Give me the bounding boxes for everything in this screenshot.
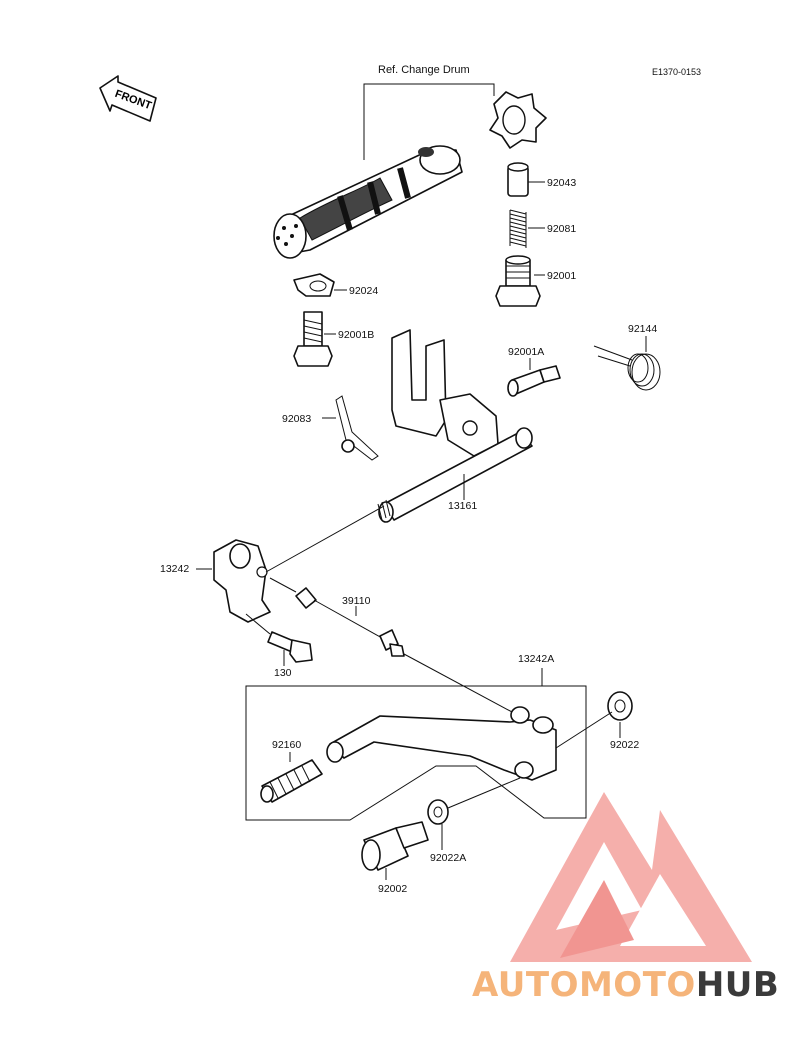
washer-92022 [607, 691, 633, 721]
part-label-13161: 13161 [448, 500, 477, 512]
watermark-part1: AUTOMOTO [472, 965, 696, 1005]
diagram-code: E1370-0153 [652, 67, 701, 77]
shift-lever-13242 [213, 505, 385, 623]
torsion-spring-92144 [593, 345, 661, 391]
washer-leader [555, 711, 613, 749]
part-label-92083: 92083 [282, 413, 311, 425]
ref-change-drum-label: Ref. Change Drum [378, 64, 470, 76]
bolt-92001B [293, 311, 333, 367]
part-label-130: 130 [274, 667, 292, 679]
part-label-92001A: 92001A [508, 346, 544, 358]
bolt-130 [267, 631, 313, 663]
part-label-92043: 92043 [547, 177, 576, 189]
change-drum [273, 145, 463, 259]
front-arrow-icon: FRONT [99, 75, 157, 122]
pivot-bolt-92002 [361, 821, 429, 871]
part-label-13242A: 13242A [518, 653, 554, 665]
leader-130-a [245, 613, 271, 635]
part-label-92144: 92144 [628, 323, 657, 335]
ref-bracket-line [363, 83, 495, 160]
washer-a-leader [447, 777, 521, 809]
part-label-39110: 39110 [342, 595, 371, 607]
pedal-rubber-92160 [260, 759, 323, 803]
part-label-92160: 92160 [272, 739, 301, 751]
tie-rod-39110 [295, 587, 405, 657]
automotohub-logo [510, 792, 752, 962]
watermark-part2: HUB [696, 965, 779, 1005]
part-label-92022A: 92022A [430, 852, 466, 864]
part-label-92001B: 92001B [338, 329, 374, 341]
washer-92022A [427, 799, 449, 825]
part-label-92081: 92081 [547, 223, 576, 235]
tie-rod-leader-start [269, 577, 297, 593]
lock-washer-92024 [293, 273, 335, 297]
part-label-92002: 92002 [378, 883, 407, 895]
part-label-92024: 92024 [349, 285, 378, 297]
return-spring-92083 [335, 395, 379, 461]
bolt-92001A [507, 365, 561, 397]
part-label-92001: 92001 [547, 270, 576, 282]
assembly-bracket-13242A [245, 668, 587, 821]
tie-rod-leader-end [403, 653, 513, 713]
shift-pedal [326, 706, 557, 781]
pin-92043 [507, 162, 529, 197]
spring-92081 [509, 209, 527, 248]
part-label-13242: 13242 [160, 563, 189, 575]
watermark-text: AUTOMOTOHUB [472, 965, 779, 1005]
part-label-92022: 92022 [610, 739, 639, 751]
shift-shaft-13161 [377, 329, 533, 523]
change-drum-star-plate [489, 91, 547, 149]
bolt-92001 [495, 255, 541, 307]
